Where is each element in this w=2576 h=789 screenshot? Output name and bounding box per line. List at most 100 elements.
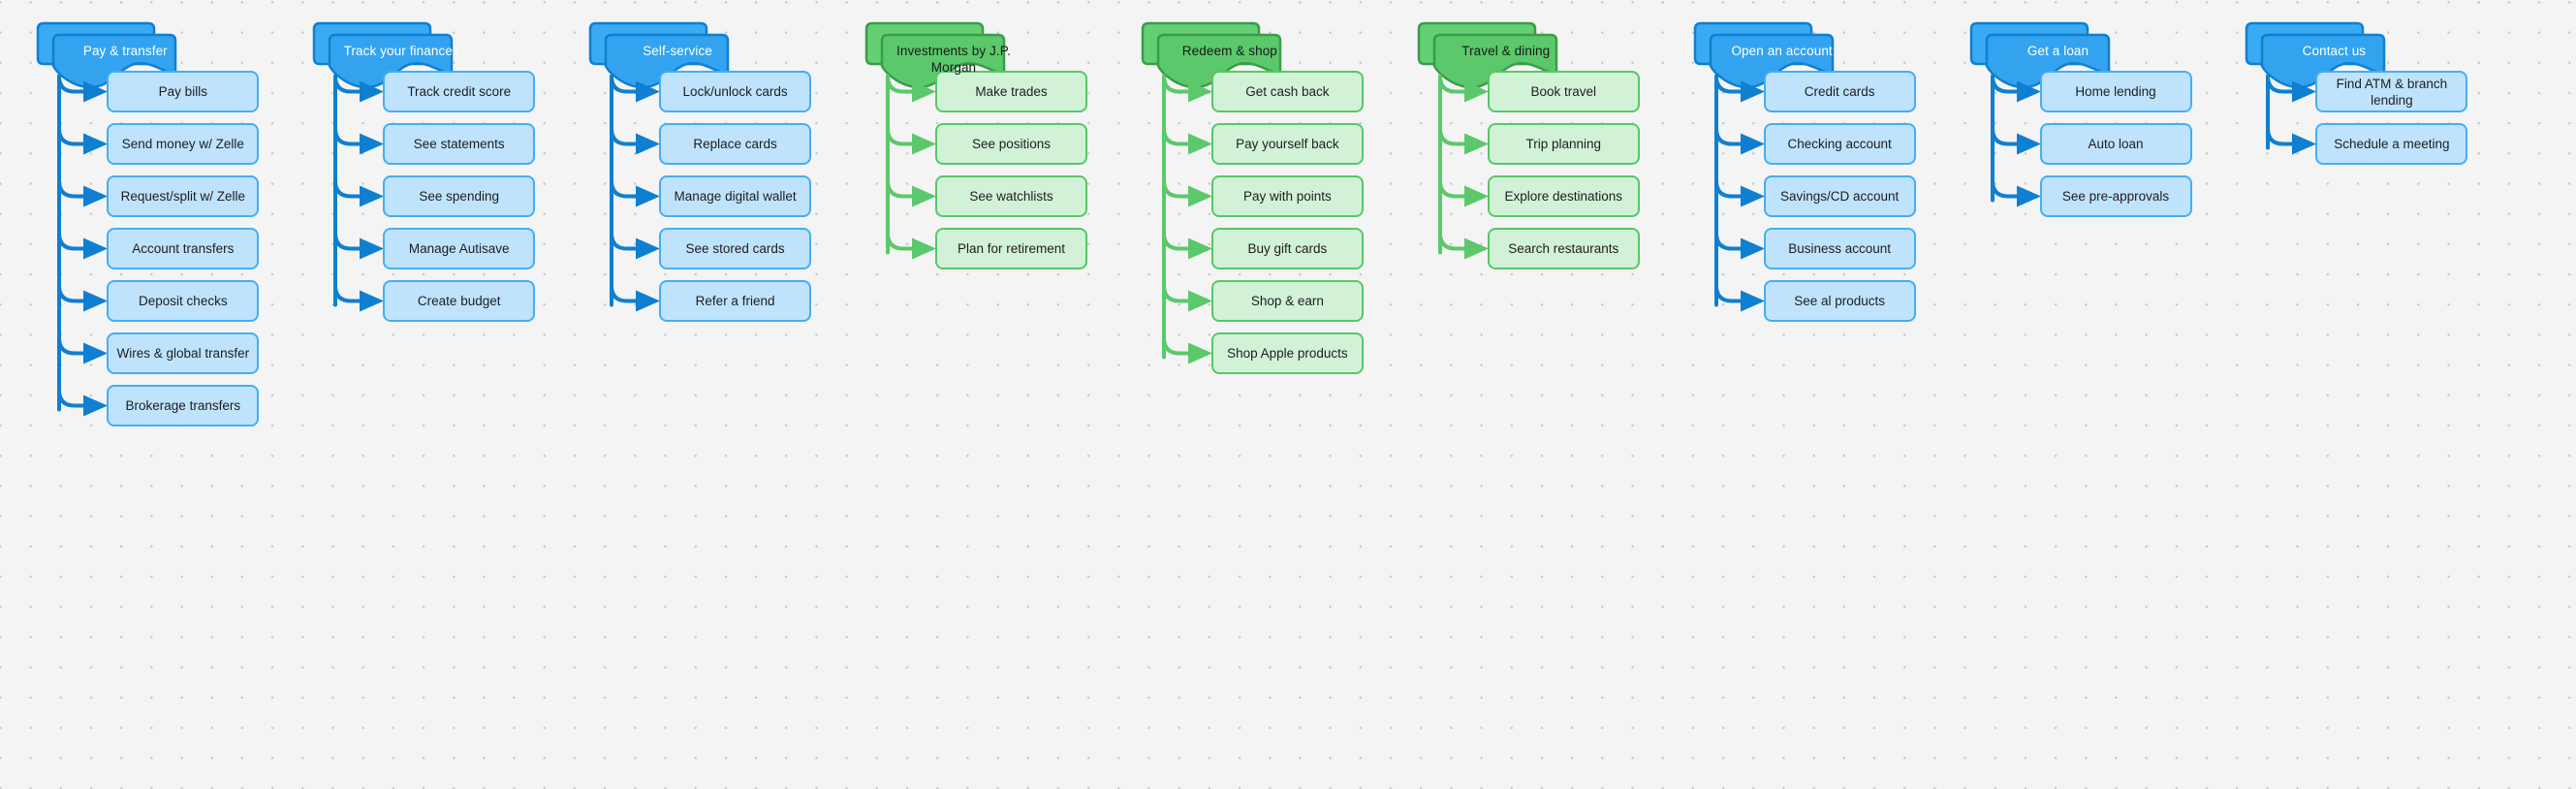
sitemap-item-label: Get cash back — [1245, 84, 1330, 99]
sitemap-item[interactable]: Get cash back — [1210, 71, 1364, 112]
category-header-travel-and-dining[interactable]: Travel & dining — [1417, 21, 1578, 93]
sitemap-item-label: Refer a friend — [695, 294, 775, 308]
sitemap-item-label: Replace cards — [693, 137, 777, 151]
sitemap-item-label: See positions — [971, 137, 1051, 151]
sitemap-item[interactable]: Schedule a meeting — [2315, 123, 2468, 165]
sitemap-item[interactable]: Shop Apple products — [1210, 332, 1364, 374]
sitemap-item-label: See statements — [413, 137, 505, 151]
sitemap-item[interactable]: See positions — [934, 123, 1087, 165]
header-card-shape — [2246, 21, 2386, 89]
sitemap-item[interactable]: Manage Autisave — [383, 228, 536, 269]
sitemap-item-label: Auto loan — [2088, 137, 2144, 151]
connector-lines — [333, 74, 385, 312]
sitemap-item[interactable]: Pay yourself back — [1210, 123, 1364, 165]
sitemap-item[interactable]: Account transfers — [107, 228, 260, 269]
sitemap-item[interactable]: Wires & global transfer — [107, 332, 260, 374]
sitemap-item-label: Wires & global transfer — [116, 346, 250, 361]
sitemap-item-label: Send money w/ Zelle — [121, 137, 244, 151]
sitemap-item[interactable]: Business account — [1763, 228, 1916, 269]
sitemap-item-label: Pay with points — [1242, 189, 1332, 204]
sitemap-item[interactable]: Pay bills — [107, 71, 260, 112]
sitemap-item[interactable]: See al products — [1763, 280, 1916, 322]
sitemap-item[interactable]: See pre-approvals — [2039, 175, 2192, 217]
sitemap-item[interactable]: Find ATM & branch lending — [2315, 71, 2468, 112]
category-header-contact-us[interactable]: Contact us — [2246, 21, 2405, 93]
sitemap-item-label: See pre-approvals — [2061, 189, 2170, 204]
sitemap-item[interactable]: Credit cards — [1763, 71, 1916, 112]
sitemap-item-label: Plan for retirement — [957, 241, 1065, 256]
sitemap-item[interactable]: Buy gift cards — [1210, 228, 1364, 269]
sitemap-item-label: Manage Autisave — [408, 241, 510, 256]
header-card-shape — [1141, 21, 1282, 89]
sitemap-item-label: Shop & earn — [1250, 294, 1324, 308]
sitemap-item-label: Business account — [1788, 241, 1892, 256]
sitemap-item[interactable]: Checking account — [1763, 123, 1916, 165]
sitemap-item-label: Brokerage transfers — [125, 398, 241, 413]
sitemap-item[interactable]: Plan for retirement — [934, 228, 1087, 269]
connector-lines — [1161, 74, 1212, 364]
sitemap-item-label: Pay yourself back — [1236, 137, 1339, 151]
header-card-shape — [1417, 21, 1557, 89]
header-card-shape — [1969, 21, 2110, 89]
sitemap-item-label: Make trades — [975, 84, 1048, 99]
sitemap-item[interactable]: Replace cards — [659, 123, 812, 165]
sitemap-item[interactable]: Trip planning — [1487, 123, 1640, 165]
sitemap-item[interactable]: Savings/CD account — [1763, 175, 1916, 217]
sitemap-item[interactable]: Book travel — [1487, 71, 1640, 112]
connector-lines — [2266, 74, 2317, 155]
header-card-shape — [588, 21, 730, 89]
sitemap-item[interactable]: Shop & earn — [1210, 280, 1364, 322]
header-card-shape — [864, 21, 1006, 89]
sitemap-item-label: Search restaurants — [1508, 241, 1619, 256]
sitemap-item[interactable]: Explore destinations — [1487, 175, 1640, 217]
sitemap-item[interactable]: Manage digital wallet — [659, 175, 812, 217]
sitemap-item[interactable]: Make trades — [934, 71, 1087, 112]
sitemap-item-label: Buy gift cards — [1247, 241, 1328, 256]
sitemap-item-label: See stored cards — [685, 241, 785, 256]
sitemap-item-label: Account transfers — [132, 241, 235, 256]
sitemap-item[interactable]: Home lending — [2039, 71, 2192, 112]
connector-lines — [610, 74, 661, 312]
connector-lines — [885, 74, 936, 260]
sitemap-item-label: Pay bills — [158, 84, 207, 99]
connector-lines — [1437, 74, 1489, 260]
sitemap-item[interactable]: See statements — [383, 123, 536, 165]
sitemap-item[interactable]: Pay with points — [1210, 175, 1364, 217]
sitemap-item[interactable]: Auto loan — [2039, 123, 2192, 165]
sitemap-item-label: Home lending — [2075, 84, 2156, 99]
sitemap-item-label: Trip planning — [1525, 137, 1602, 151]
sitemap-item-label: Request/split w/ Zelle — [120, 189, 245, 204]
sitemap-item-label: See watchlists — [969, 189, 1053, 204]
sitemap-item[interactable]: Refer a friend — [659, 280, 812, 322]
sitemap-item-label: Deposit checks — [139, 294, 228, 308]
sitemap-item-label: Shop Apple products — [1227, 346, 1348, 361]
sitemap-item[interactable]: See watchlists — [934, 175, 1087, 217]
sitemap-item[interactable]: Request/split w/ Zelle — [107, 175, 260, 217]
header-card-shape — [37, 21, 177, 89]
sitemap-item-label: Track credit score — [407, 84, 512, 99]
sitemap-item[interactable]: Send money w/ Zelle — [107, 123, 260, 165]
header-card-shape — [1693, 21, 1834, 89]
sitemap-item[interactable]: Search restaurants — [1487, 228, 1640, 269]
sitemap-item[interactable]: Brokerage transfers — [107, 385, 260, 426]
header-card-shape — [312, 21, 454, 89]
sitemap-item-label: Schedule a meeting — [2334, 137, 2450, 151]
sitemap-item[interactable]: Track credit score — [383, 71, 536, 112]
sitemap-item[interactable]: See stored cards — [659, 228, 812, 269]
sitemap-item-label: Savings/CD account — [1779, 189, 1900, 204]
sitemap-item[interactable]: Deposit checks — [107, 280, 260, 322]
sitemap-item[interactable]: Create budget — [383, 280, 536, 322]
connector-lines — [57, 74, 109, 417]
connector-lines — [1713, 74, 1765, 312]
sitemap-item-label: Book travel — [1530, 84, 1597, 99]
category-header-self-service[interactable]: Self-service — [588, 21, 749, 93]
sitemap-item-label: Explore destinations — [1504, 189, 1623, 204]
sitemap-item-label: Credit cards — [1804, 84, 1875, 99]
sitemap-item[interactable]: Lock/unlock cards — [659, 71, 812, 112]
sitemap-item-label: See al products — [1794, 294, 1886, 308]
sitemap-item[interactable]: See spending — [383, 175, 536, 217]
sitemap-item-label: Checking account — [1787, 137, 1892, 151]
connector-lines — [1990, 74, 2041, 207]
sitemap-item-label: Lock/unlock cards — [682, 84, 788, 99]
